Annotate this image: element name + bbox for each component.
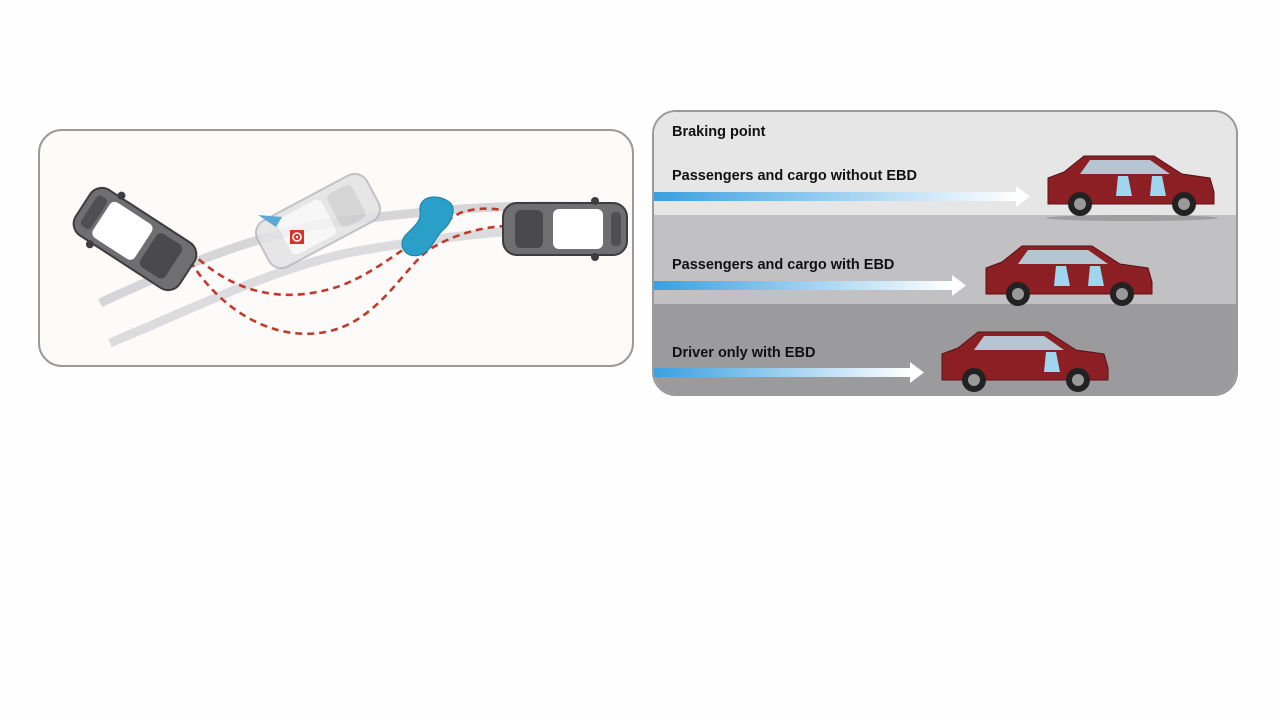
row-label-without-ebd: Passengers and cargo without EBD [672,168,917,184]
row-label-with-ebd: Passengers and cargo with EBD [672,257,895,273]
trajectory-wide [188,224,511,336]
suv-car-icon [1046,155,1218,221]
arrow-icon [258,215,282,227]
braking-distance-arrow-2 [654,275,966,296]
suv-car-icon [941,331,1109,392]
car-icon [72,186,198,292]
warning-icon [290,230,304,244]
braking-point-heading: Braking point [672,124,766,140]
evasive-maneuver-panel [38,129,634,367]
braking-distance-arrow-1 [654,186,1030,207]
trajectory-with-avoidance [189,207,511,297]
row-label-driver-only: Driver only with EBD [672,345,816,361]
evasive-maneuver-illustration [72,172,628,348]
obstacle-icon [401,196,454,257]
braking-comparison-panel: Braking point Passengers and cargo witho… [652,110,1238,396]
suv-car-icon [985,245,1153,306]
car-icon [502,197,628,261]
braking-distance-arrow-3 [654,362,924,383]
braking-arrows [654,155,1218,392]
